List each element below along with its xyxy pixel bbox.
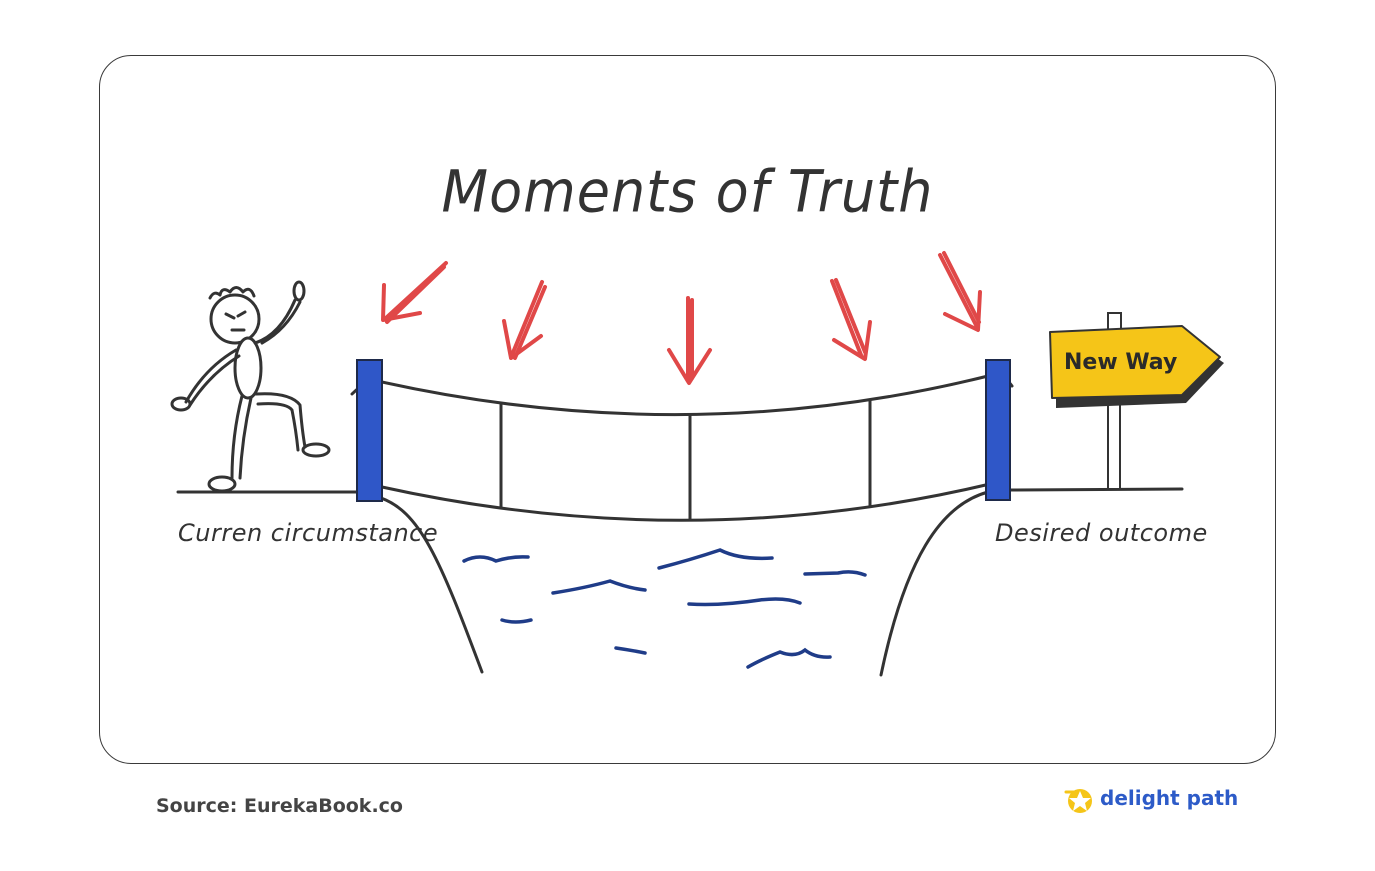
brand-logo[interactable]: delight path: [1064, 786, 1238, 810]
water-waves: [462, 548, 867, 669]
source-caption: Source: EurekaBook.co: [156, 795, 403, 817]
left-bridge-post: [356, 359, 383, 502]
diagram-title: Moments of Truth: [441, 157, 934, 226]
signpost: [1049, 312, 1224, 490]
bridge-bottom-rope: [380, 482, 992, 522]
right-cliff: [879, 490, 990, 677]
desired-outcome-label: Desired outcome: [995, 519, 1208, 547]
right-ground-line: [1008, 487, 1184, 492]
red-arrow-icon: [938, 251, 982, 332]
sign-label: New Way: [1064, 350, 1178, 375]
red-arrow-icon: [667, 296, 712, 385]
star-logo-icon: [1064, 789, 1092, 813]
diagram-card: [99, 55, 1276, 764]
red-arrow-icon: [502, 280, 547, 360]
left-cliff: [376, 495, 484, 674]
current-circumstance-label: Curren circumstance: [178, 519, 439, 547]
brand-name: delight path: [1100, 786, 1239, 810]
bridge-top-rope: [350, 373, 1014, 417]
right-bridge-post: [985, 359, 1011, 501]
red-arrow-icon: [381, 261, 448, 324]
stick-figure: [170, 280, 331, 493]
red-arrow-icon: [830, 278, 872, 361]
